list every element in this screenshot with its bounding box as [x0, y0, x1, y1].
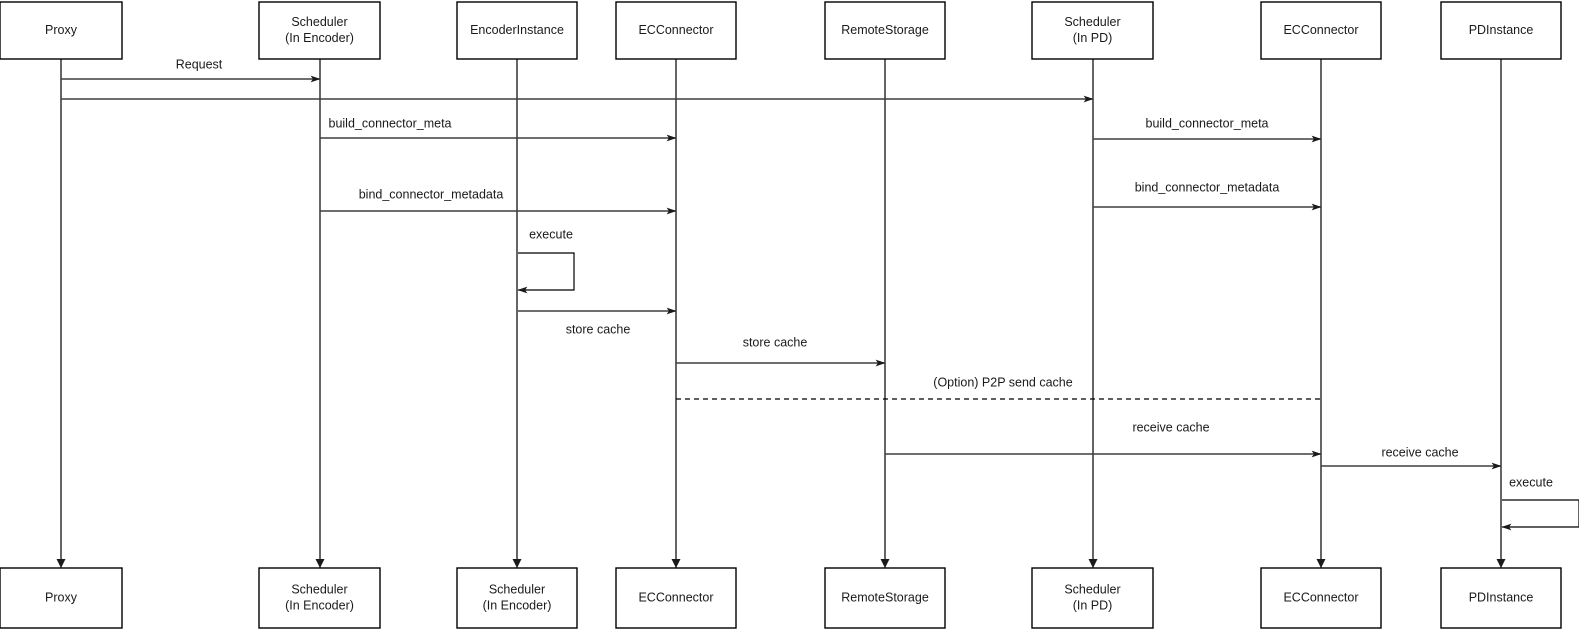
lifeline-end-arrow-ec-connector-2 — [1316, 559, 1326, 568]
self-message-s2: execute — [1501, 475, 1579, 531]
self-message-s1: execute — [517, 227, 575, 294]
message-m3: build_connector_meta — [320, 116, 677, 142]
participant-top-label-scheduler-pd: Scheduler — [1064, 15, 1120, 29]
participant-bottom-scheduler-enc[interactable]: Scheduler (In Encoder) — [258, 567, 381, 629]
participant-bottom-label-scheduler-enc-2: (In Encoder) — [483, 598, 552, 612]
participant-bottom-label-scheduler-enc: (In Encoder) — [285, 598, 354, 612]
participant-top-label-ec-connector-2: ECConnector — [1283, 23, 1358, 37]
participant-bottom-label-scheduler-pd: Scheduler — [1064, 582, 1120, 596]
messages-layer: Request build_connector_meta build_connect… — [61, 57, 1502, 470]
message-label-m7: store cache — [566, 322, 631, 336]
participant-top-rect-encoder-inst[interactable] — [456, 1, 578, 60]
participant-bottom-label-ec-connector-1: ECConnector — [638, 590, 713, 604]
participant-top-label-ec-connector-1: ECConnector — [638, 23, 713, 37]
participant-bottom-label-pd-instance: PDInstance — [1469, 590, 1534, 604]
message-label-m8: store cache — [743, 335, 808, 349]
self-messages-layer: execute execute — [517, 227, 1579, 531]
participant-top-label-pd-instance: PDInstance — [1469, 23, 1534, 37]
participant-top-remote-storage[interactable]: RemoteStorage — [824, 1, 946, 60]
participant-bottom-label-scheduler-pd: (In PD) — [1073, 598, 1113, 612]
participant-top-rect-proxy[interactable] — [0, 1, 123, 60]
message-label-m6: bind_connector_metadata — [1135, 180, 1280, 194]
participant-top-rect-ec-connector-1[interactable] — [615, 1, 737, 60]
message-m11: receive cache — [1321, 445, 1502, 470]
lifelines-layer — [56, 59, 1506, 568]
lifeline-end-arrow-scheduler-pd — [1088, 559, 1098, 568]
participant-top-scheduler-enc[interactable]: Scheduler (In Encoder) — [258, 1, 381, 60]
lifeline-end-arrow-encoder-inst — [512, 559, 522, 568]
participant-bottom-rect-scheduler-enc-2[interactable] — [456, 567, 578, 629]
self-message-loop-s1 — [517, 252, 575, 294]
participant-top-scheduler-pd[interactable]: Scheduler (In PD) — [1031, 1, 1154, 60]
participant-top-rect-remote-storage[interactable] — [824, 1, 946, 60]
participant-bottom-proxy[interactable]: Proxy — [0, 567, 123, 629]
message-label-m4: build_connector_meta — [1146, 116, 1269, 130]
message-m5: bind_connector_metadata — [320, 187, 677, 215]
message-m9: (Option) P2P send cache — [676, 375, 1321, 400]
message-label-m9: (Option) P2P send cache — [933, 375, 1072, 389]
participant-top-label-encoder-inst: EncoderInstance — [470, 23, 564, 37]
lifeline-end-arrow-proxy — [56, 559, 66, 568]
participant-bottom-scheduler-pd[interactable]: Scheduler (In PD) — [1031, 567, 1154, 629]
participant-top-rect-ec-connector-2[interactable] — [1260, 1, 1382, 60]
participant-bottom-rect-ec-connector-2[interactable] — [1260, 567, 1382, 629]
participant-bottom-label-scheduler-enc-2: Scheduler — [489, 582, 545, 596]
lifeline-end-arrow-ec-connector-1 — [671, 559, 681, 568]
participant-bottom-rect-scheduler-enc[interactable] — [258, 567, 381, 629]
lifeline-end-arrow-scheduler-enc — [315, 559, 325, 568]
message-label-m3: build_connector_meta — [329, 116, 452, 130]
participant-bottom-rect-ec-connector-1[interactable] — [615, 567, 737, 629]
message-m10: receive cache — [885, 420, 1322, 458]
participant-bottom-remote-storage[interactable]: RemoteStorage — [824, 567, 946, 629]
participant-bottom-label-remote-storage: RemoteStorage — [841, 590, 929, 604]
participant-bottom-label-ec-connector-2: ECConnector — [1283, 590, 1358, 604]
participant-bottom-label-proxy: Proxy — [45, 590, 78, 604]
participant-top-label-scheduler-enc: (In Encoder) — [285, 31, 354, 45]
participant-top-rect-scheduler-enc[interactable] — [258, 1, 381, 60]
participant-top-label-scheduler-enc: Scheduler — [291, 15, 347, 29]
participant-top-rect-scheduler-pd[interactable] — [1031, 1, 1154, 60]
message-m7: store cache — [518, 307, 677, 336]
self-message-label-s2: execute — [1509, 475, 1553, 489]
participant-bottom-ec-connector-1[interactable]: ECConnector — [615, 567, 737, 629]
self-message-loop-s2 — [1501, 499, 1579, 531]
participant-top-label-proxy: Proxy — [45, 23, 78, 37]
message-label-m5: bind_connector_metadata — [359, 187, 504, 201]
top-participant-boxes: Proxy Scheduler (In Encoder) EncoderInstanc… — [0, 1, 1562, 60]
bottom-participant-boxes: Proxy Scheduler (In Encoder) Scheduler (In E… — [0, 567, 1562, 629]
message-label-m11: receive cache — [1381, 445, 1458, 459]
self-message-label-s1: execute — [529, 227, 573, 241]
participant-bottom-rect-remote-storage[interactable] — [824, 567, 946, 629]
participant-top-proxy[interactable]: Proxy — [0, 1, 123, 60]
participant-top-ec-connector-1[interactable]: ECConnector — [615, 1, 737, 60]
message-label-m1: Request — [176, 57, 223, 71]
message-m6: bind_connector_metadata — [1093, 180, 1322, 211]
participant-bottom-rect-pd-instance[interactable] — [1440, 567, 1562, 629]
lifeline-end-arrow-pd-instance — [1496, 559, 1506, 568]
participant-bottom-rect-scheduler-pd[interactable] — [1031, 567, 1154, 629]
participant-top-pd-instance[interactable]: PDInstance — [1440, 1, 1562, 60]
participant-bottom-rect-proxy[interactable] — [0, 567, 123, 629]
participant-bottom-ec-connector-2[interactable]: ECConnector — [1260, 567, 1382, 629]
message-m8: store cache — [676, 335, 886, 367]
message-m4: build_connector_meta — [1093, 116, 1322, 143]
participant-bottom-pd-instance[interactable]: PDInstance — [1440, 567, 1562, 629]
participant-top-label-scheduler-pd: (In PD) — [1073, 31, 1113, 45]
participant-top-rect-pd-instance[interactable] — [1440, 1, 1562, 60]
participant-bottom-scheduler-enc-2[interactable]: Scheduler (In Encoder) — [456, 567, 578, 629]
lifeline-end-arrow-remote-storage — [880, 559, 890, 568]
participant-top-label-remote-storage: RemoteStorage — [841, 23, 929, 37]
participant-top-ec-connector-2[interactable]: ECConnector — [1260, 1, 1382, 60]
message-m1: Request — [61, 57, 321, 83]
message-label-m10: receive cache — [1132, 420, 1209, 434]
participant-top-encoder-inst[interactable]: EncoderInstance — [456, 1, 578, 60]
participant-bottom-label-scheduler-enc: Scheduler — [291, 582, 347, 596]
